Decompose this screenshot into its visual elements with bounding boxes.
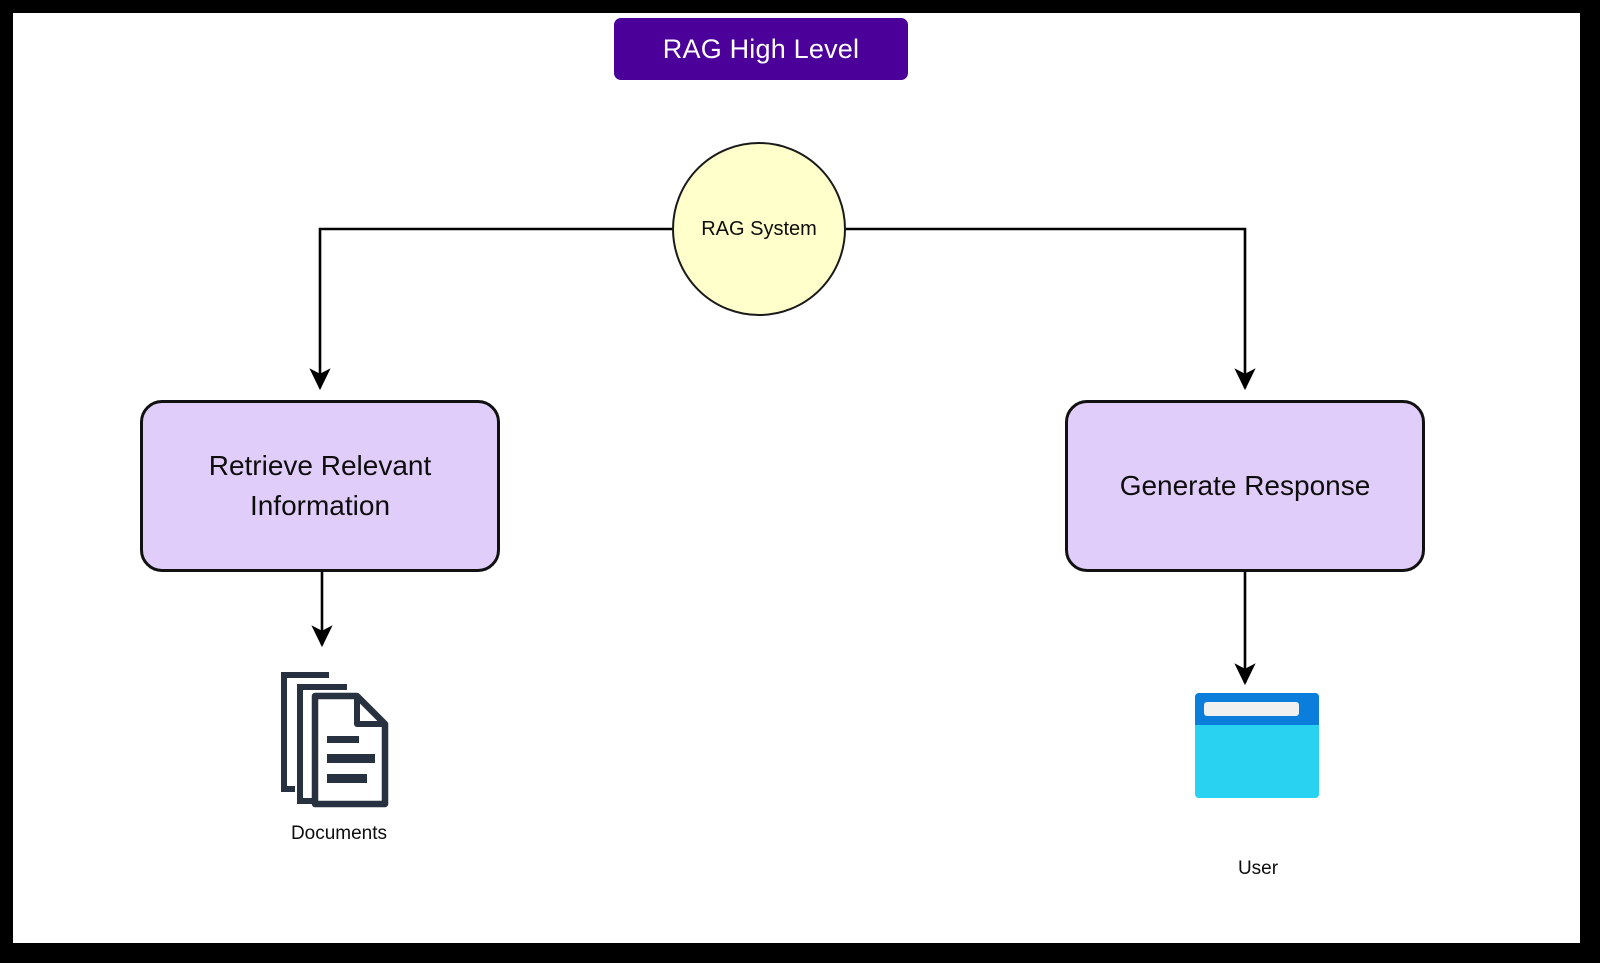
diagram-title-banner: RAG High Level [614,18,908,80]
node-documents[interactable]: Documents [249,658,429,868]
edge-rag-to-generate [846,227,1256,391]
node-rag-system-label: RAG System [701,217,817,240]
node-generate-label: Generate Response [1119,470,1371,502]
edge-rag-to-retrieve [309,227,672,391]
diagram-canvas: RAG High Level RAG System Retrieve Relev… [13,13,1580,943]
browser-window-icon [1195,693,1319,798]
page-title: RAG High Level [662,33,860,64]
browser-urlbar [1204,702,1299,716]
node-documents-label: Documents [290,823,388,844]
node-user-label: User [1237,858,1279,879]
documents-stack-icon [281,672,389,808]
node-retrieve-label-line1: Retrieve Relevant [208,450,432,482]
node-retrieve-label-line2: Information [249,490,391,521]
browser-body [1195,725,1319,798]
node-rag-system[interactable]: RAG System [672,142,846,316]
browser-titlebar [1195,693,1319,725]
node-generate-response[interactable]: Generate Response [1065,400,1425,572]
node-user[interactable]: User [1168,693,1348,903]
